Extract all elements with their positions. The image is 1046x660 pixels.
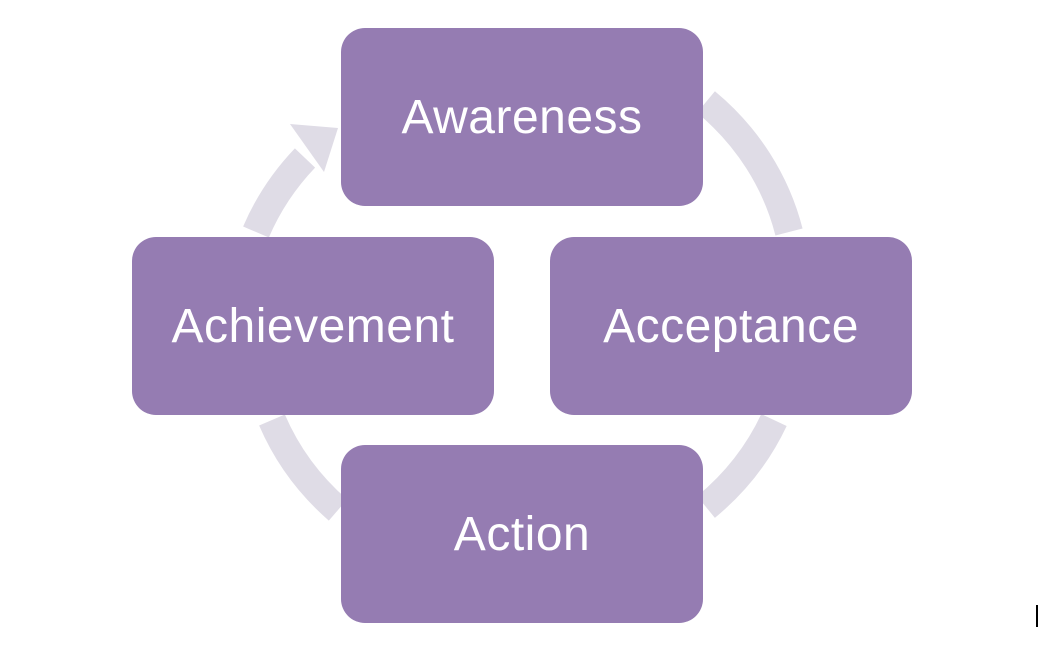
ring-arc-bottom-left [259,414,348,521]
text-cursor-mark [1036,605,1038,627]
stage-awareness-label: Awareness [401,90,643,144]
ring-arc-top-right [696,91,803,236]
stage-achievement: Achievement [132,237,494,415]
ring-arc-bottom-right [696,413,787,518]
stage-action-label: Action [453,507,591,561]
ring-arrowhead [290,124,338,172]
stage-action: Action [341,445,703,623]
stage-acceptance-label: Acceptance [603,299,859,353]
stage-achievement-label: Achievement [171,299,455,353]
stage-awareness: Awareness [341,28,703,206]
ring-arc-top-left [243,148,316,238]
stage-acceptance: Acceptance [550,237,912,415]
